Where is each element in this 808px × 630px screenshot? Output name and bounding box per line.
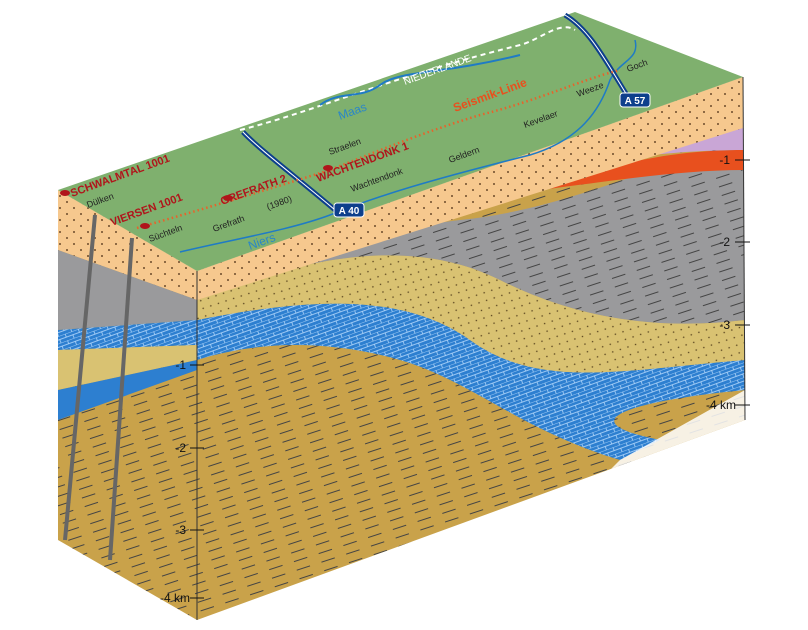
well-marker-schwalmtal (60, 190, 70, 196)
highway-shield-a40: A 40 (333, 202, 365, 218)
depth-tick-label: -2 (719, 235, 730, 249)
depth-scale-left: -1 -2 -3 -4 km (160, 271, 204, 620)
depth-tick-label: -3 (719, 318, 730, 332)
red-layer (540, 150, 745, 190)
depth-scale-front: -1 -2 -3 -4 km (706, 76, 750, 421)
highway-label: A 57 (625, 96, 646, 107)
well-marker-wachtendonk (323, 165, 333, 171)
maas-river (319, 54, 521, 106)
well-bore-viersen (63, 214, 97, 541)
well-bore-schwalmtal (108, 237, 134, 561)
well-marker-grefrath (223, 195, 233, 201)
left-face (58, 190, 197, 620)
map-surface (58, 12, 743, 271)
depth-tick-label: -4 km (160, 591, 190, 605)
well-marker-viersen (140, 223, 150, 229)
depth-tick-label: -3 (175, 523, 186, 537)
niers-river (179, 39, 637, 253)
depth-tick-label: -2 (175, 441, 186, 455)
depth-tick-label: -1 (175, 358, 186, 372)
depth-tick-label: -1 (719, 153, 730, 167)
border-line (239, 26, 576, 131)
seismic-line (136, 68, 621, 230)
highway-shield-a57: A 57 (619, 92, 651, 108)
highway-label: A 40 (339, 206, 360, 217)
depth-tick-label: -4 km (706, 398, 736, 412)
